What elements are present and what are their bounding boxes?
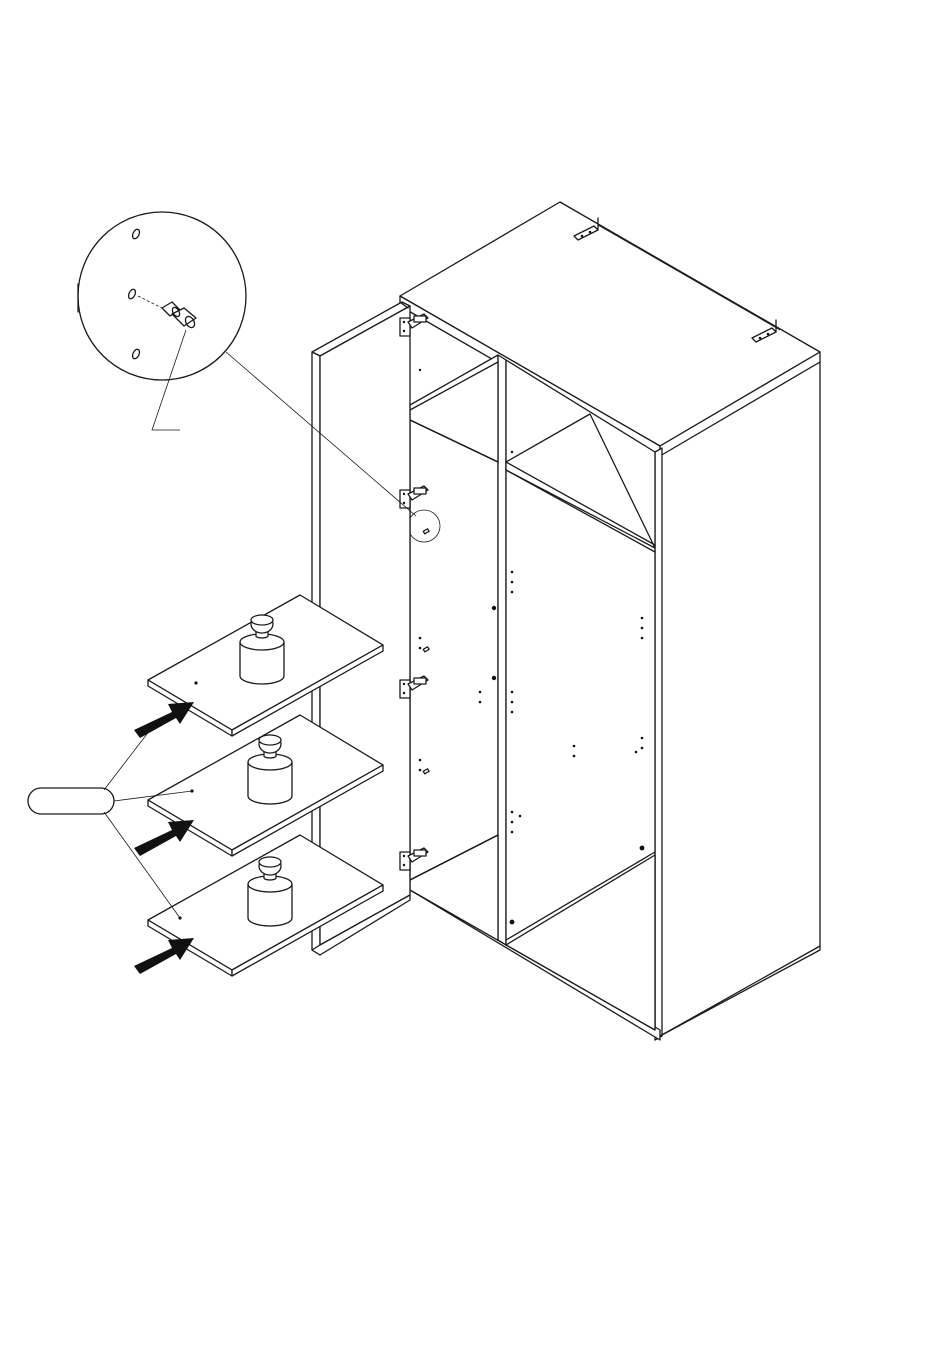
leader-to-shelf-3 xyxy=(104,812,180,918)
right-side-panel xyxy=(660,362,820,1036)
wardrobe-cabinet xyxy=(400,202,820,1040)
leader-to-shelf-1 xyxy=(104,730,150,790)
part-label-bubble xyxy=(28,730,192,918)
push-arrow-2 xyxy=(134,820,194,856)
detail-circle xyxy=(78,212,246,380)
push-arrow-3 xyxy=(134,938,194,974)
right-side-front-edge xyxy=(655,448,662,1040)
shelf-pin-icon xyxy=(162,302,196,329)
center-divider xyxy=(498,355,506,945)
push-arrow-1 xyxy=(134,702,194,738)
